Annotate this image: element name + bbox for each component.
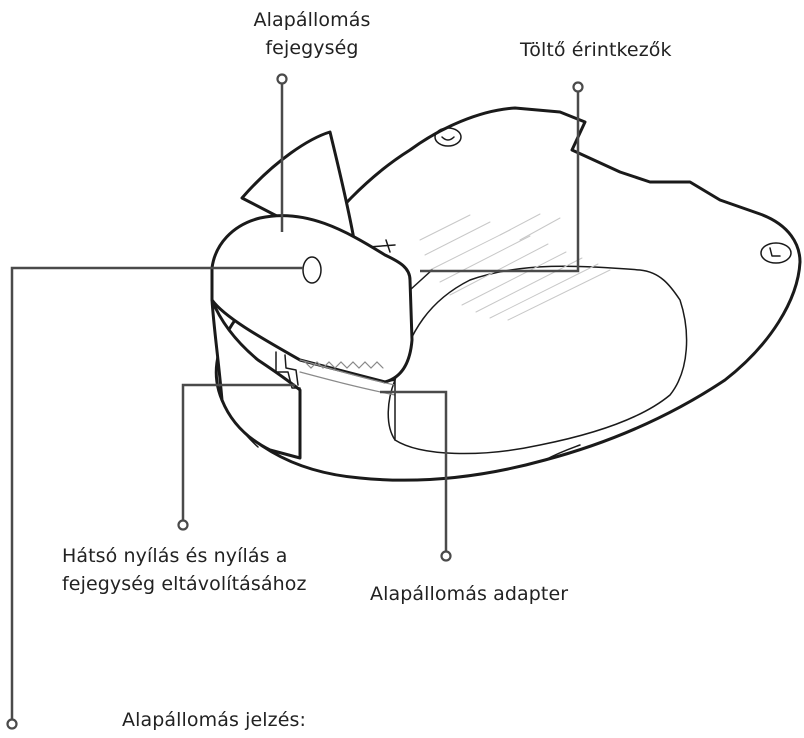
head-unit-label: Alapállomás fejegység	[254, 6, 371, 62]
rear-opening-label-line1: Hátsó nyílás és nyílás a	[62, 542, 307, 570]
adapter-label: Alapállomás adapter	[370, 580, 568, 608]
indicator-label: Alapállomás jelzés:	[122, 706, 306, 734]
head-unit-label-line2: fejegység	[254, 34, 371, 62]
charging-contacts-label: Töltő érintkezők	[520, 36, 672, 64]
rear-opening-label: Hátsó nyílás és nyílás a fejegység eltáv…	[62, 542, 307, 598]
head-unit-label-line1: Alapállomás	[254, 6, 371, 34]
rear-opening-label-line2: fejegység eltávolításához	[62, 570, 307, 598]
